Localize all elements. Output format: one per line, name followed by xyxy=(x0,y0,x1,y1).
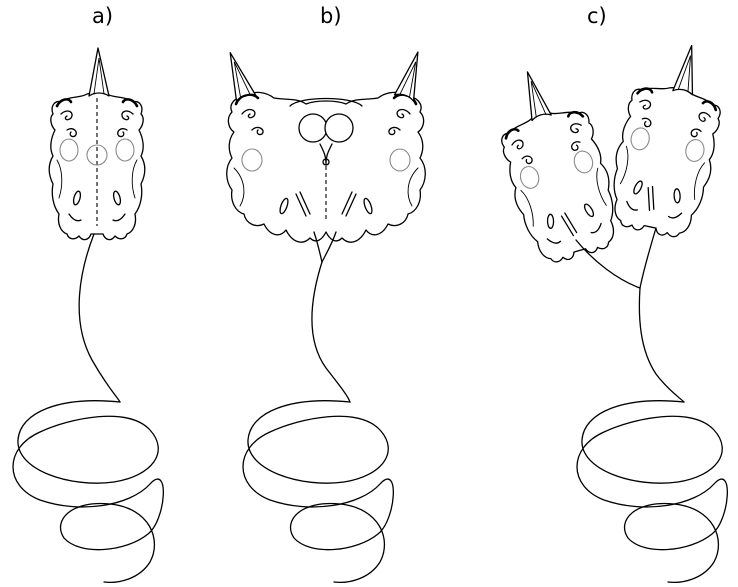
horn-b-right xyxy=(394,49,428,101)
horn-b-left xyxy=(222,49,256,101)
stalk-a xyxy=(79,234,120,402)
skull-c-left xyxy=(482,58,627,269)
coil-b xyxy=(243,401,393,583)
horn-a xyxy=(89,48,109,96)
central-circle-b-right xyxy=(325,114,353,142)
coil-c xyxy=(577,401,727,583)
stalk-b xyxy=(312,262,350,402)
coil-a xyxy=(13,401,163,583)
central-circle-b-left xyxy=(299,114,327,142)
stalk-branch-c-right xyxy=(640,228,656,288)
panel-a xyxy=(13,48,163,582)
skull-c-right xyxy=(602,35,735,242)
stalk-c xyxy=(639,288,684,402)
panel-b xyxy=(222,49,429,582)
panel-c xyxy=(482,35,735,582)
